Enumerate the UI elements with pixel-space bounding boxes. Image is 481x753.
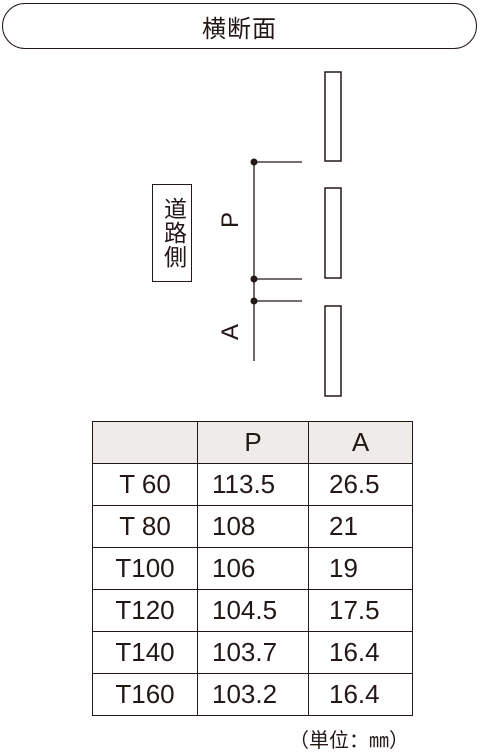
cell-p: 103.2 [197, 673, 309, 716]
dimension-label-a: A [217, 323, 245, 341]
cell-a: 16.4 [308, 631, 413, 674]
section-title-text: 横断面 [202, 14, 277, 43]
cell-a: 16.4 [308, 673, 413, 716]
dimension-label-p: P [217, 211, 245, 229]
table-row: T120 104.5 17.5 [92, 589, 413, 632]
cell-p: 108 [197, 505, 309, 548]
cell-a: 21 [308, 505, 413, 548]
dimension-table: P A T 60 113.5 26.5 T 80 108 21 T100 106… [92, 421, 413, 716]
cell-model: T 80 [92, 505, 198, 548]
cell-p: 106 [197, 547, 309, 590]
road-side-label: 道路側 [159, 197, 186, 269]
slat-bottom [324, 305, 342, 397]
header-p: P [197, 421, 309, 464]
cell-a: 26.5 [308, 463, 413, 506]
cell-model: T100 [92, 547, 198, 590]
section-title: 横断面 [2, 3, 477, 49]
dimension-dot-2 [250, 275, 258, 283]
table-header-row: P A [92, 421, 413, 464]
cell-a: 19 [308, 547, 413, 590]
road-side-box: 道路側 [152, 184, 192, 282]
table-row: T160 103.2 16.4 [92, 673, 413, 716]
table-row: T 60 113.5 26.5 [92, 463, 413, 506]
table-row: T140 103.7 16.4 [92, 631, 413, 674]
cross-section-diagram [250, 71, 342, 397]
table-row: T100 106 19 [92, 547, 413, 590]
slat-top [324, 71, 342, 162]
header-a: A [308, 421, 413, 464]
table-row: T 80 108 21 [92, 505, 413, 548]
cell-p: 103.7 [197, 631, 309, 674]
dimension-dot-3 [250, 297, 258, 305]
header-model [92, 421, 198, 464]
slat-middle [324, 187, 342, 279]
cell-model: T120 [92, 589, 198, 632]
cell-model: T140 [92, 631, 198, 674]
dimension-dot-1 [250, 158, 258, 166]
cell-a: 17.5 [308, 589, 413, 632]
cell-model: T 60 [92, 463, 198, 506]
cell-model: T160 [92, 673, 198, 716]
unit-note: （単位：㎜） [289, 728, 409, 752]
cell-p: 113.5 [197, 463, 309, 506]
cell-p: 104.5 [197, 589, 309, 632]
